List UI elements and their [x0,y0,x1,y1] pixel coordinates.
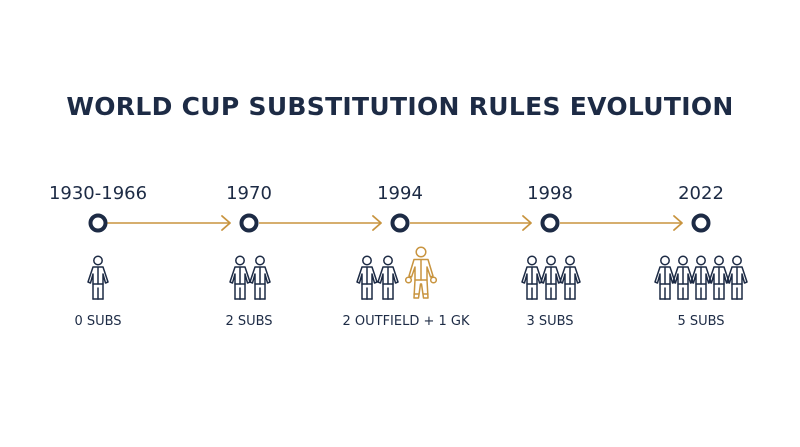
subs-label-1994: 2 OUTFIELD + 1 GK [342,314,470,329]
subs-label-1930-1966: 0 SUBS [74,314,122,329]
subs-label-2022: 5 SUBS [677,314,725,329]
outfield-player-icon [654,255,676,300]
year-label-1970: 1970 [226,183,272,204]
outfield-player-icon [249,255,271,300]
outfield-player-icon [708,255,730,300]
outfield-player-icon [229,255,251,300]
outfield-player-icon [672,255,694,300]
year-label-1930-1966: 1930-1966 [48,183,148,204]
timeline-node-icon [390,213,410,233]
subs-label-1998: 3 SUBS [526,314,574,329]
arrow-right-icon [522,215,532,231]
subs-label-1970: 2 SUBS [225,314,273,329]
year-label-2022: 2022 [678,183,724,204]
year-label-1998: 1998 [527,183,573,204]
outfield-player-icon [87,255,109,300]
timeline-node-icon [691,213,711,233]
outfield-player-icon [690,255,712,300]
timeline-node-icon [540,213,560,233]
year-label-1994: 1994 [377,183,423,204]
outfield-player-icon [726,255,748,300]
outfield-player-icon [521,255,543,300]
arrow-right-icon [372,215,382,231]
outfield-player-icon [356,255,378,300]
arrow-right-icon [673,215,683,231]
timeline-node-icon [239,213,259,233]
outfield-player-icon [540,255,562,300]
goalkeeper-icon [405,246,437,299]
arrow-right-icon [221,215,231,231]
diagram-title: WORLD CUP SUBSTITUTION RULES EVOLUTION [66,92,734,121]
timeline-node-icon [88,213,108,233]
outfield-player-icon [377,255,399,300]
outfield-player-icon [559,255,581,300]
